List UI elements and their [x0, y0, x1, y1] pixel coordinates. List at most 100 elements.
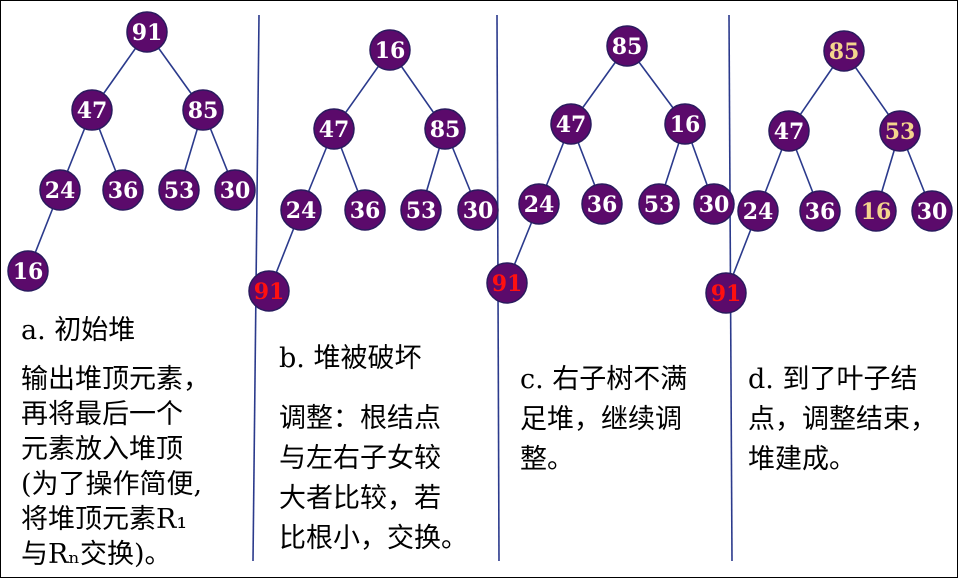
heap-node-c-91: 91 — [486, 262, 528, 304]
heap-node-b-85: 85 — [424, 108, 466, 150]
node-circle — [400, 189, 442, 231]
heap-node-a-24: 24 — [39, 169, 81, 211]
heap-node-c-24: 24 — [518, 183, 560, 225]
heap-node-a-91: 91 — [126, 11, 168, 53]
node-label: 85 — [829, 39, 860, 65]
node-label: 47 — [774, 119, 805, 145]
heap-node-c-53: 53 — [638, 183, 680, 225]
caption-d-body: d. 到了叶子结 点，调整结束， 堆建成。 — [748, 364, 937, 475]
heap-node-c-16: 16 — [664, 103, 706, 145]
heap-node-b-47: 47 — [313, 108, 355, 150]
node-circle — [693, 183, 735, 225]
node-label: 30 — [699, 192, 730, 218]
node-label: 85 — [612, 34, 643, 60]
heap-node-b-53: 53 — [400, 189, 442, 231]
node-label: 53 — [885, 119, 916, 145]
heap-node-c-30: 30 — [693, 183, 735, 225]
node-circle — [581, 183, 623, 225]
heap-node-a-47: 47 — [71, 89, 113, 131]
node-circle — [182, 89, 224, 131]
heap-node-d-16: 16 — [855, 190, 897, 232]
node-circle — [313, 108, 355, 150]
node-circle — [550, 103, 592, 145]
heap-node-a-30: 30 — [214, 169, 256, 211]
node-label: 47 — [319, 117, 350, 143]
node-circle — [126, 11, 168, 53]
node-circle — [344, 189, 386, 231]
node-circle — [823, 30, 865, 72]
node-label: 24 — [45, 178, 76, 204]
node-label: 36 — [108, 178, 139, 204]
heap-node-d-85: 85 — [823, 30, 865, 72]
heap-node-a-85: 85 — [182, 89, 224, 131]
heap-node-a-36: 36 — [102, 169, 144, 211]
caption-a-title: a. 初始堆 — [21, 315, 136, 346]
node-label: 24 — [524, 192, 555, 218]
heap-node-a-53: 53 — [158, 169, 200, 211]
node-label: 30 — [917, 199, 948, 225]
node-label: 36 — [350, 198, 381, 224]
node-circle — [638, 183, 680, 225]
heap-node-b-24: 24 — [280, 189, 322, 231]
node-circle — [158, 169, 200, 211]
node-circle — [911, 190, 953, 232]
heap-node-c-36: 36 — [581, 183, 623, 225]
caption-a-body: 输出堆顶元素， 再将最后一个 元素放入堆顶 (为了操作简便, 将堆顶元素R₁ 与… — [21, 364, 210, 570]
node-circle — [39, 169, 81, 211]
heap-node-d-53: 53 — [879, 110, 921, 152]
node-label: 47 — [77, 98, 108, 124]
node-label: 91 — [492, 271, 523, 297]
node-circle — [486, 262, 528, 304]
node-circle — [7, 250, 49, 292]
node-circle — [606, 25, 648, 67]
node-label: 16 — [670, 112, 701, 138]
node-label: 30 — [220, 178, 251, 204]
node-label: 24 — [743, 199, 774, 225]
heap-node-b-36: 36 — [344, 189, 386, 231]
node-label: 53 — [406, 198, 437, 224]
node-circle — [457, 189, 499, 231]
node-label: 91 — [254, 279, 285, 305]
node-circle — [102, 169, 144, 211]
node-label: 53 — [164, 178, 195, 204]
caption-b-body: 调整：根结点 与左右子女较 大者比较，若 比根小，交换。 — [279, 403, 468, 554]
node-label: 16 — [13, 259, 44, 285]
heap-node-b-16: 16 — [369, 29, 411, 71]
node-circle — [768, 110, 810, 152]
node-circle — [369, 29, 411, 71]
node-circle — [879, 110, 921, 152]
node-label: 16 — [861, 199, 892, 225]
node-circle — [705, 272, 747, 314]
node-label: 16 — [375, 38, 406, 64]
node-label: 24 — [286, 198, 317, 224]
caption-b-title: b. 堆被破坏 — [279, 343, 422, 374]
node-label: 53 — [644, 192, 675, 218]
node-label: 91 — [711, 281, 742, 307]
node-circle — [737, 190, 779, 232]
heap-node-d-36: 36 — [799, 190, 841, 232]
node-circle — [799, 190, 841, 232]
node-label: 47 — [556, 112, 587, 138]
heap-node-a-16: 16 — [7, 250, 49, 292]
node-label: 85 — [430, 117, 461, 143]
node-label: 85 — [188, 98, 219, 124]
node-label: 91 — [132, 20, 163, 46]
heap-node-d-24: 24 — [737, 190, 779, 232]
node-circle — [664, 103, 706, 145]
node-circle — [248, 270, 290, 312]
node-circle — [855, 190, 897, 232]
caption-c-body: c. 右子树不满 足堆，继续调 整。 — [520, 364, 688, 475]
node-circle — [280, 189, 322, 231]
node-circle — [214, 169, 256, 211]
heap-node-d-91: 91 — [705, 272, 747, 314]
node-label: 36 — [587, 192, 618, 218]
heap-node-b-91: 91 — [248, 270, 290, 312]
heap-node-d-47: 47 — [768, 110, 810, 152]
node-circle — [71, 89, 113, 131]
heap-node-c-85: 85 — [606, 25, 648, 67]
heap-node-c-47: 47 — [550, 103, 592, 145]
node-label: 36 — [805, 199, 836, 225]
heap-node-b-30: 30 — [457, 189, 499, 231]
